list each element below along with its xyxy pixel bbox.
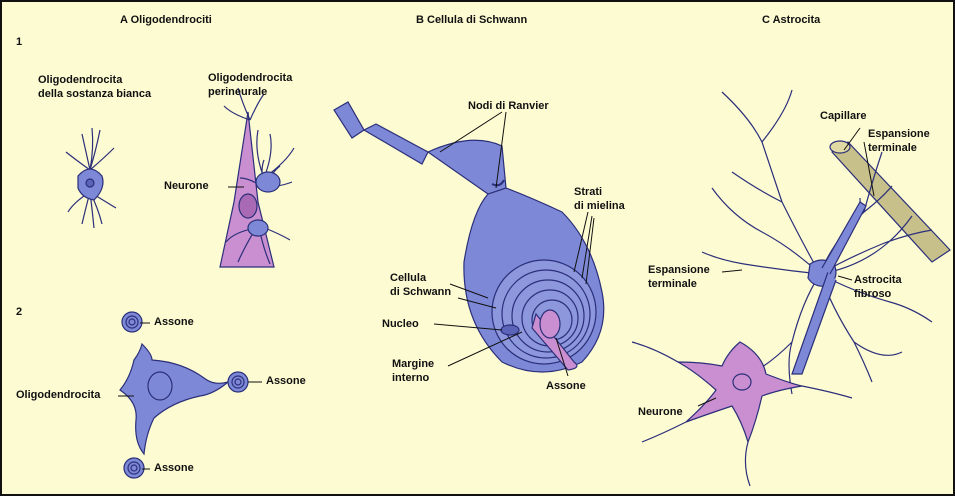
label-capillare: Capillare — [820, 110, 866, 123]
label-nodi-ranvier: Nodi di Ranvier — [468, 100, 549, 113]
panel-a-title: A Oligodendrociti — [120, 14, 212, 26]
label-oligo-white-line1: Oligodendrocita — [38, 74, 122, 87]
label-cellula-line2: di Schwann — [390, 286, 451, 299]
label-assone-1: Assone — [154, 316, 194, 329]
label-esp-term-left-line2: terminale — [648, 278, 697, 291]
label-esp-term-right-line2: terminale — [868, 142, 917, 155]
label-assone-3: Assone — [154, 462, 194, 475]
label-assone-b: Assone — [546, 380, 586, 393]
label-margine-line1: Margine — [392, 358, 434, 371]
label-esp-term-right-line1: Espansione — [868, 128, 930, 141]
label-assone-2: Assone — [266, 375, 306, 388]
label-oligodendrocita: Oligodendrocita — [16, 389, 100, 402]
label-oligo-peri-line1: Oligodendrocita — [208, 72, 292, 85]
label-astrocita-line2: fibroso — [854, 288, 891, 301]
label-astrocita-line1: Astrocita — [854, 274, 902, 287]
oligo-peri-cell — [220, 88, 294, 267]
label-esp-term-left-line1: Espansione — [648, 264, 710, 277]
label-margine-line2: interno — [392, 372, 429, 385]
label-nucleo: Nucleo — [382, 318, 419, 331]
label-oligo-peri-line2: perineurale — [208, 86, 267, 99]
label-strati-line2: di mielina — [574, 200, 625, 213]
label-strati-line1: Strati — [574, 186, 602, 199]
oligo-white-cell — [66, 128, 116, 228]
label-cellula-line1: Cellula — [390, 272, 426, 285]
schwann-cell — [334, 102, 604, 372]
oligo-with-axons — [120, 312, 248, 478]
sub-label-2: 2 — [16, 306, 22, 319]
capillary — [830, 141, 950, 262]
sub-label-1: 1 — [16, 36, 22, 49]
panel-b-title: B Cellula di Schwann — [416, 14, 527, 26]
label-oligo-white-line2: della sostanza bianca — [38, 88, 151, 101]
panel-c-title: C Astrocita — [762, 14, 820, 26]
label-neurone-c: Neurone — [638, 406, 683, 419]
label-neurone-a: Neurone — [164, 180, 209, 193]
